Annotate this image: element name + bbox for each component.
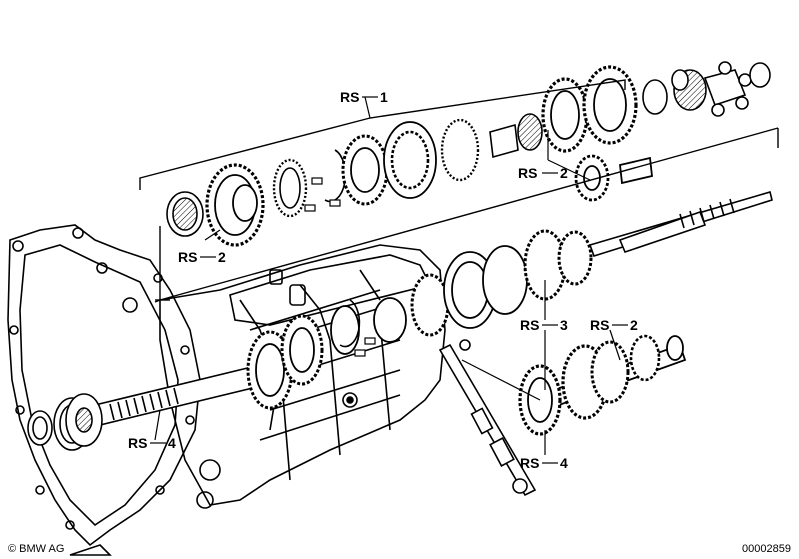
callout-rs1: RS 1: [340, 89, 388, 105]
selector-rod: [438, 339, 537, 497]
input-seal: [27, 410, 53, 446]
shift-keys: [304, 177, 376, 357]
callout-rs3: RS 3: [520, 317, 568, 333]
callout-rs2-right-label: RS: [590, 317, 609, 333]
callout-rs2-left-label: RS: [178, 249, 197, 265]
output-flange: [642, 61, 771, 117]
upper-gear-2: [541, 65, 638, 153]
bell-housing: [7, 224, 221, 556]
input-gear: [246, 314, 324, 410]
input-shaft: [94, 364, 266, 426]
upper-gear-1: [205, 163, 265, 247]
callout-rs4-right-number: 4: [560, 455, 568, 471]
callout-rs2-right-number: 2: [630, 317, 638, 333]
output-nut: [671, 69, 689, 91]
leader-lines: [154, 96, 621, 455]
callout-rs2-top: RS 2: [518, 165, 568, 181]
callout-rs4-right: RS 4: [520, 455, 568, 471]
mid-right-gear: [574, 154, 653, 202]
callout-rs1-number: 1: [380, 89, 388, 105]
callout-rs2-left-number: 2: [218, 249, 226, 265]
callout-rs4-left-number: 4: [168, 435, 176, 451]
callout-rs2-right: RS 2: [590, 317, 638, 333]
upper-sleeve: [341, 118, 480, 206]
callout-rs2-left: RS 2: [178, 249, 226, 265]
callout-rs4-left-label: RS: [128, 435, 147, 451]
callout-rs3-label: RS: [520, 317, 539, 333]
callout-rs2-top-number: 2: [560, 165, 568, 181]
callout-rs4-left: RS 4: [128, 435, 176, 451]
callout-rs3-number: 3: [560, 317, 568, 333]
callout-rs1-label: RS: [340, 89, 359, 105]
copyright-label: © BMW AG: [8, 543, 65, 555]
callout-rs2-top-label: RS: [518, 165, 537, 181]
mainshaft: [588, 190, 773, 257]
input-bearing: [53, 393, 103, 451]
mid-circlip: [339, 299, 361, 348]
upper-needle-bearing: [166, 191, 204, 237]
upper-bush: [489, 113, 543, 159]
upper-synchro-ring: [272, 158, 308, 218]
diagram-number: 00002859: [742, 543, 791, 555]
mainshaft-lower-gears: [330, 229, 593, 355]
callout-rs4-right-label: RS: [520, 455, 539, 471]
